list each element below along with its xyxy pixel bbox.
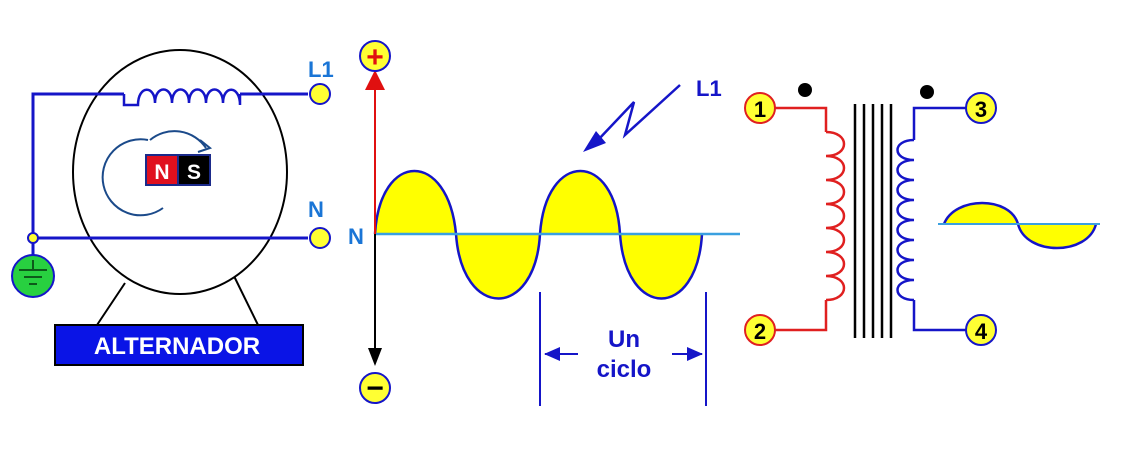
waveform-negative-fill-2 [620, 234, 702, 299]
terminal-l1 [309, 83, 331, 105]
polarity-dot-secondary [920, 85, 934, 99]
svg-text:4: 4 [975, 319, 988, 344]
output-wave-negative [1018, 224, 1096, 248]
rotation-arrow [101, 138, 164, 217]
waveform-positive-fill-1 [375, 171, 456, 234]
alternator: N S L1 N ALTERNADOR [11, 49, 334, 366]
positive-symbol: + [366, 41, 384, 74]
waveform-panel: + − N L1 Un ciclo [348, 40, 740, 406]
svg-text:2: 2 [754, 319, 766, 344]
transformer-core [853, 104, 893, 338]
baseline-label: N [348, 224, 364, 249]
terminal-n-label: N [308, 197, 324, 222]
wire-ground-loop [31, 92, 124, 238]
alternator-leg-left [96, 282, 126, 326]
negative-terminal: − [359, 372, 391, 405]
magnet-south-label: S [187, 161, 201, 184]
primary-winding [825, 130, 846, 302]
pointer-label: L1 [696, 76, 722, 101]
transformer-terminal-1: 1 [744, 92, 776, 124]
positive-terminal: + [359, 40, 391, 74]
svg-text:1: 1 [754, 97, 766, 122]
secondary-winding [896, 138, 915, 302]
alternator-banner [54, 324, 304, 366]
secondary-wire-top [912, 106, 968, 140]
terminal-l1-label: L1 [308, 57, 334, 82]
secondary-wire-bottom [912, 300, 968, 332]
lightning-pointer [597, 84, 681, 141]
output-wave-positive [944, 203, 1018, 224]
transformer-terminal-3: 3 [965, 92, 997, 124]
transformer-terminal-4: 4 [965, 314, 997, 346]
terminal-n [309, 227, 331, 249]
alternator-coil [122, 88, 242, 107]
ground-icon [11, 254, 55, 298]
waveform-positive-fill-2 [540, 171, 620, 234]
primary-wire-top [772, 106, 828, 132]
transformer-terminal-2: 2 [744, 314, 776, 346]
cycle-label-line2: ciclo [597, 356, 652, 383]
alternator-leg-right [231, 271, 259, 326]
magnet-north-label: N [154, 161, 169, 184]
svg-text:3: 3 [975, 97, 987, 122]
alternator-banner-label: ALTERNADOR [94, 333, 260, 360]
junction-dot [27, 232, 39, 244]
waveform-negative-fill-1 [456, 234, 540, 299]
transformer: 1 2 3 4 [744, 83, 1100, 346]
polarity-dot-primary [798, 83, 812, 97]
primary-wire-bottom [772, 300, 828, 332]
cycle-label-line1: Un [608, 326, 640, 353]
magnet-north [145, 154, 179, 186]
negative-symbol: − [366, 372, 384, 405]
magnet-south [177, 154, 211, 186]
